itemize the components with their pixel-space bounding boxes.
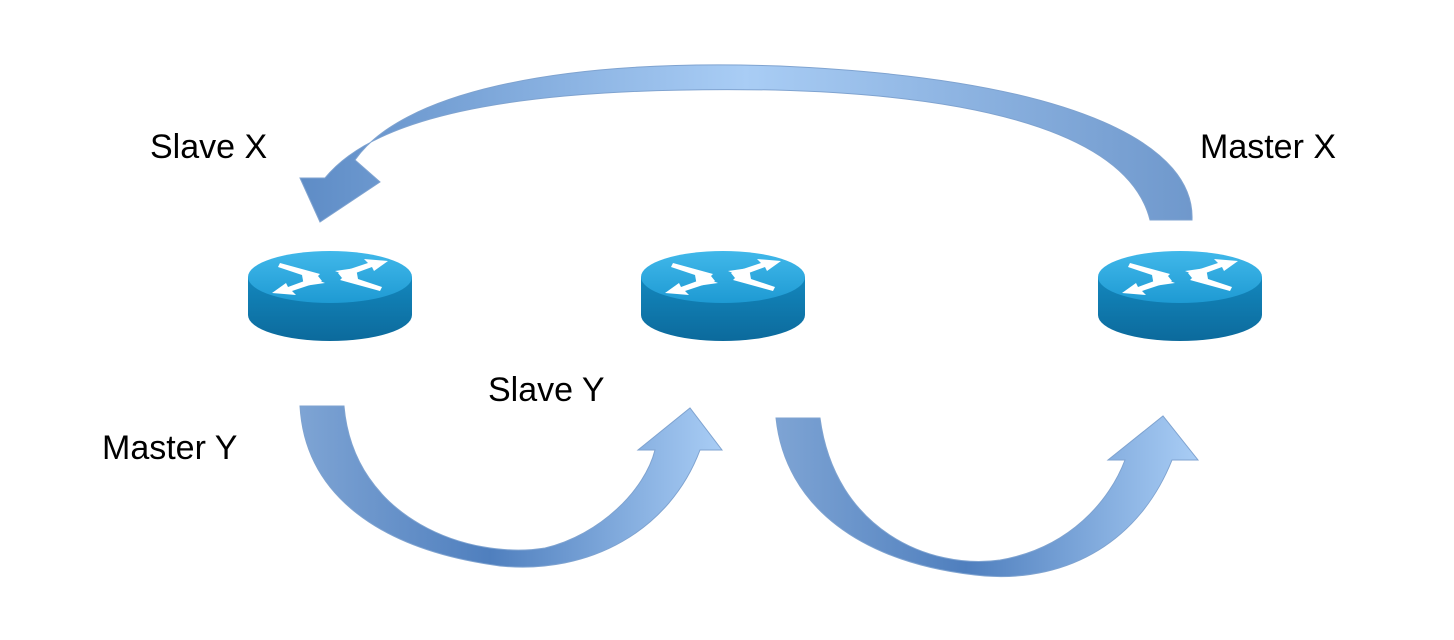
router-icon bbox=[1098, 251, 1262, 341]
router-icon bbox=[248, 251, 412, 341]
label-slave-x: Slave X bbox=[150, 128, 268, 166]
router-middle bbox=[641, 251, 805, 341]
router-right bbox=[1098, 251, 1262, 341]
arrow-master-y-to-slave-y bbox=[299, 405, 724, 568]
arrow-master-x-to-slave-x bbox=[299, 64, 1193, 223]
label-master-y: Master Y bbox=[102, 429, 238, 467]
router-icon bbox=[641, 251, 805, 341]
arrow-middle-to-right bbox=[775, 415, 1200, 578]
router-left bbox=[248, 251, 412, 341]
label-slave-y: Slave Y bbox=[488, 371, 605, 409]
label-master-x: Master X bbox=[1200, 128, 1337, 166]
